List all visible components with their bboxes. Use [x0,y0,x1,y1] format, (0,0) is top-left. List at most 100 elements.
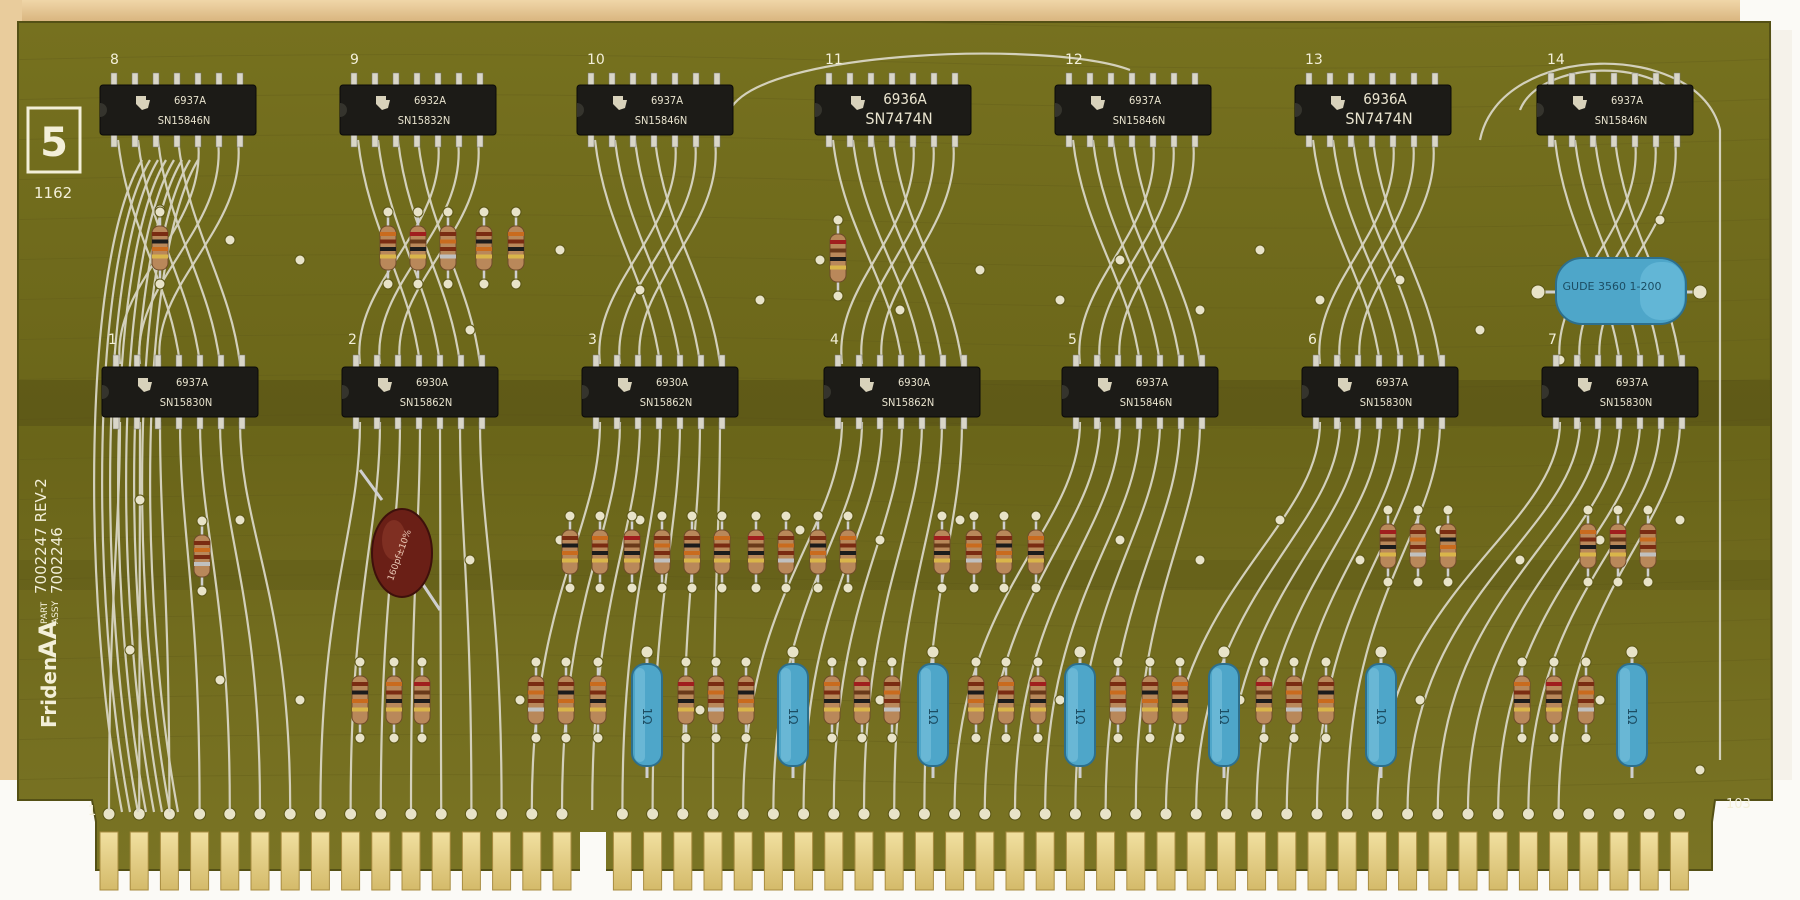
trace [149,159,199,813]
via-pad [1694,764,1706,776]
chip-pin [1326,134,1334,148]
resistor [439,206,457,290]
chip-pin [1170,134,1178,148]
edge-finger [1126,831,1146,891]
via-pad [974,264,986,276]
chip-date-code: 6937A [1616,376,1648,389]
chip-pin [608,134,616,148]
resistor [683,510,701,594]
chip-pin [215,134,223,148]
chip-pin [1652,134,1660,148]
resistors [151,206,1657,744]
chip-notch [1295,103,1302,117]
wood-frame-left [0,0,22,780]
chip-pin [671,134,679,148]
chip-date-code: 6937A [1376,376,1408,389]
chip-pin [1568,134,1576,148]
trace [1098,139,1175,365]
trace [618,139,697,365]
via-pad [1254,244,1266,256]
edge-finger [1247,831,1267,891]
chip-pin [650,72,658,86]
trace [893,421,944,811]
trace [1346,421,1442,811]
via-pad [894,304,906,316]
wood-frame-top [10,0,1740,22]
ti-logo-icon [1338,378,1352,392]
position-number: 5 [1068,332,1077,348]
resistor [193,515,211,597]
via-pad [1194,304,1206,316]
chip-date-code: 6937A [1611,94,1643,107]
chip-pin [951,134,959,148]
trace [891,139,964,365]
edge-finger [431,831,451,891]
trace [953,421,1082,811]
chip-pin [634,416,642,430]
trace [711,421,722,811]
trace [398,139,480,365]
chip-pin [587,134,595,148]
via-pad [1114,534,1126,546]
chip-pin [1326,72,1334,86]
finger-pad [1642,807,1656,821]
trace [1573,139,1642,365]
trace [1315,421,1422,811]
trace [93,159,143,813]
chip-pin [671,72,679,86]
trace [621,421,662,811]
chip-pin [676,354,684,368]
board-code: 1162 [34,184,72,202]
trace [319,421,362,811]
ceramic-capacitor: 160pf±10% [358,469,442,611]
edge-finger [310,831,330,891]
chip-notch [824,385,831,399]
ti-logo-icon [1578,378,1592,392]
chip-pin [1589,134,1597,148]
edge-mark-left: 1 [88,804,96,819]
chip-pin [1177,416,1185,430]
trace [396,139,462,365]
via-pad [1114,254,1126,266]
chip-pin [1438,416,1446,430]
via-pad [694,704,706,716]
chip-pin [629,134,637,148]
resistor [1513,656,1531,744]
via-pad [1474,324,1486,336]
chip-pin [175,354,183,368]
trace [1331,139,1402,365]
chip-part-number: SN15832N [398,114,451,127]
chip-pin [1417,354,1425,368]
trace [1091,139,1162,365]
resistor [853,656,871,744]
blue-resistor: 1Ω [1365,645,1397,778]
resistor [351,656,369,744]
chip-date-code: 6937A [174,94,206,107]
blue-resistor-label: 1Ω [640,708,654,725]
chip-pin [1594,354,1602,368]
chip-pin [1631,134,1639,148]
chip-notch [342,385,349,399]
trace [158,421,171,811]
blue-resistor-label: 1Ω [926,708,940,725]
chip-body [823,366,981,418]
chip-pin [834,354,842,368]
chip-pin [1072,416,1080,430]
chip-pin [930,134,938,148]
finger-pad [1672,807,1686,821]
resistor [379,206,397,290]
via-pad [1414,694,1426,706]
edge-finger [1458,831,1478,891]
chip-body [581,366,739,418]
resistor [1255,656,1273,744]
resistor [653,510,671,594]
resistor [527,656,545,744]
chip-pin [173,134,181,148]
chip-pin [592,416,600,430]
chip-pin [1673,72,1681,86]
edge-finger [1096,831,1116,891]
position-number: 14 [1547,52,1565,68]
chip-pin [1198,354,1206,368]
